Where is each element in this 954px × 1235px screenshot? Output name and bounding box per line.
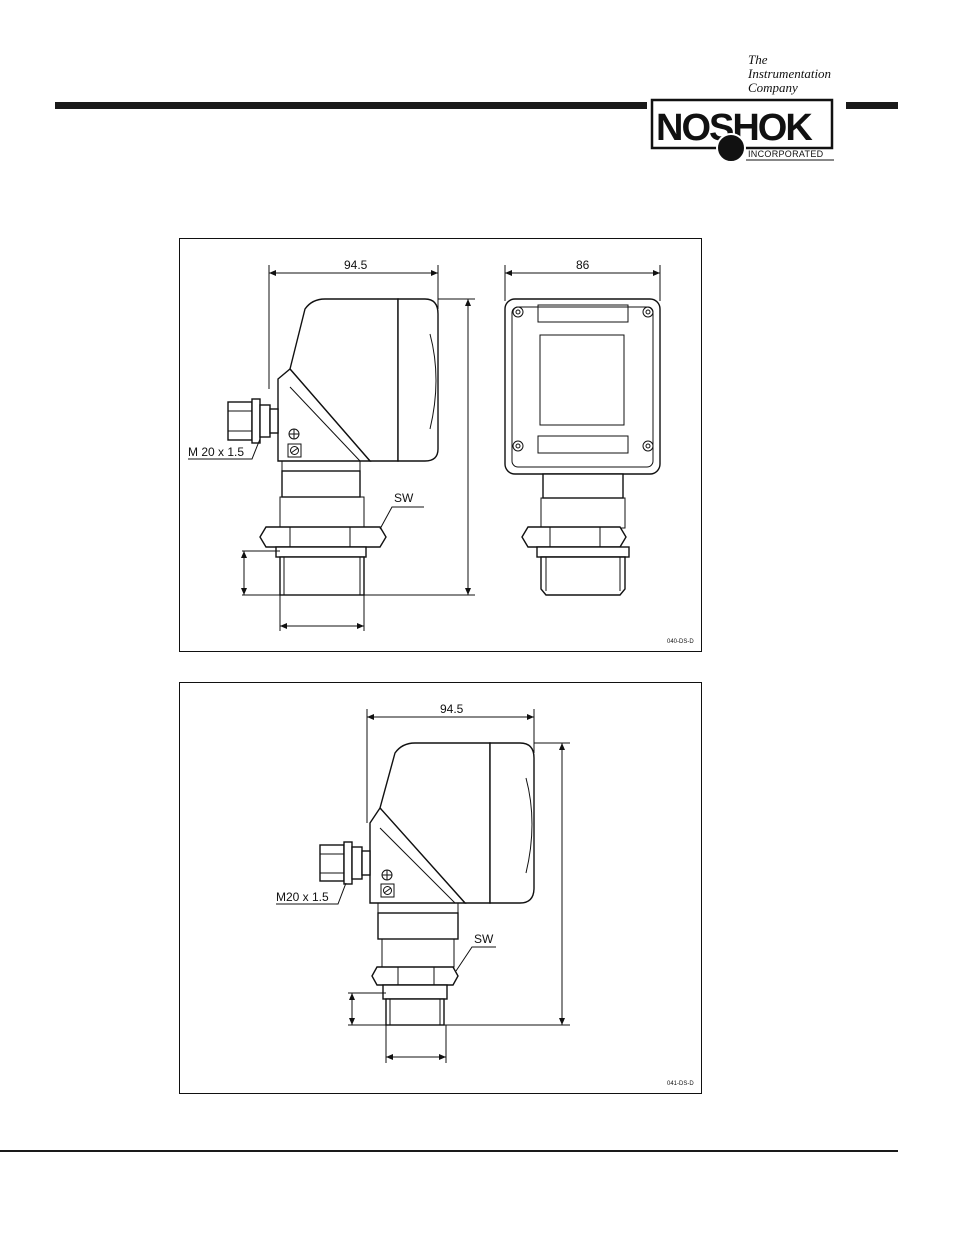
front-width-dimension-label: 86 — [576, 258, 590, 272]
logo-ball-icon — [717, 134, 745, 162]
drawing-panel-1: 94.5 M 20 x 1.5 SW — [179, 238, 702, 652]
tagline-line-2: Instrumentation — [748, 67, 831, 81]
width-dimension-label-2: 94.5 — [440, 702, 464, 716]
drawing-code-2: 041-DS-D — [667, 1081, 694, 1087]
wrench-size-label-2: SW — [474, 932, 494, 946]
drawing-code-1: 040-DS-D — [667, 639, 694, 645]
dimension-drawing-1: 94.5 M 20 x 1.5 SW — [180, 239, 700, 650]
footer-rule — [0, 1150, 898, 1152]
thread-label-2: M20 x 1.5 — [276, 890, 329, 904]
thread-label: M 20 x 1.5 — [188, 445, 244, 459]
header-rule-left — [55, 102, 647, 109]
tagline-line-3: Company — [748, 81, 831, 95]
width-dimension-label: 94.5 — [344, 258, 368, 272]
wrench-size-label: SW — [394, 491, 414, 505]
header-rule-right — [846, 102, 898, 109]
company-tagline: The Instrumentation Company — [748, 53, 831, 95]
tagline-line-1: The — [748, 53, 831, 67]
drawing-panel-2: 94.5 M20 x 1.5 SW — [179, 682, 702, 1094]
dimension-drawing-2: 94.5 M20 x 1.5 SW — [180, 683, 700, 1092]
housing-front-outline — [505, 299, 660, 474]
noshok-logo: NOSHOK INCORPORATED — [648, 96, 838, 168]
logo-subtitle: INCORPORATED — [748, 149, 824, 159]
